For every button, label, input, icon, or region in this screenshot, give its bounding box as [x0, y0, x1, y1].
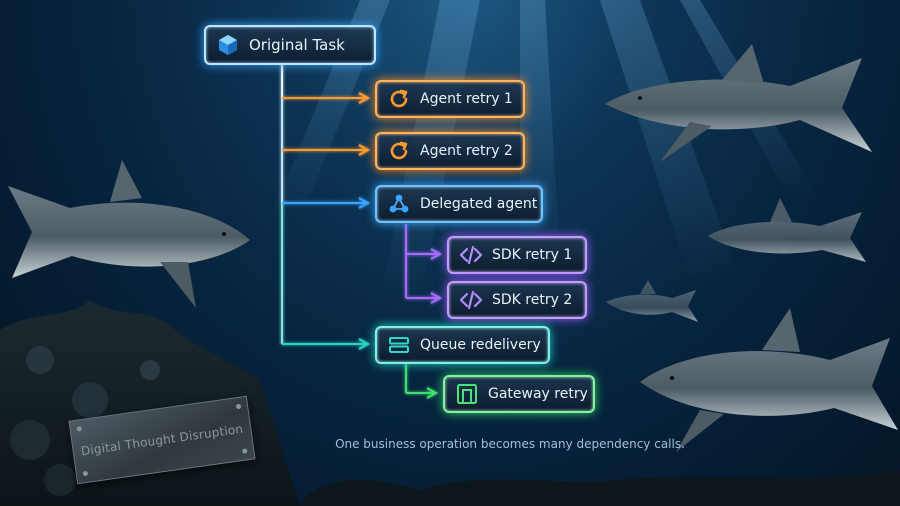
shark-left — [8, 160, 250, 308]
node-label: Delegated agent — [420, 196, 538, 212]
queue-icon — [387, 333, 411, 357]
node-original-task: Original Task — [204, 25, 376, 65]
node-agent-retry-2: Agent retry 2 — [375, 132, 525, 170]
node-sdk-retry-2: SDK retry 2 — [447, 281, 587, 319]
code-icon — [459, 243, 483, 267]
node-gateway-retry: Gateway retry — [443, 375, 595, 413]
diagram-caption: One business operation becomes many depe… — [335, 437, 685, 451]
gateway-icon — [455, 382, 479, 406]
watermark-text: Digital Thought Disruption — [80, 421, 244, 459]
node-delegated-agent: Delegated agent — [375, 185, 543, 223]
code-icon — [459, 288, 483, 312]
node-queue-redelivery: Queue redelivery — [375, 326, 550, 364]
node-sdk-retry-1: SDK retry 1 — [447, 236, 587, 274]
node-label: Agent retry 2 — [420, 143, 513, 159]
shark-bottom-right — [640, 308, 898, 452]
network-icon — [387, 192, 411, 216]
arrowhead-gateway-retry — [426, 387, 439, 399]
arrowhead-sdk-retry-1 — [430, 248, 443, 260]
node-label: Queue redelivery — [420, 337, 541, 353]
node-agent-retry-1: Agent retry 1 — [375, 80, 525, 118]
shark-right-middle — [708, 198, 866, 262]
arrowhead-delegated-agent — [358, 197, 371, 209]
node-label: Gateway retry — [488, 386, 588, 402]
shark-small — [606, 280, 698, 322]
arrowhead-agent-retry-2 — [358, 144, 371, 156]
node-label: SDK retry 1 — [492, 247, 573, 263]
node-label: SDK retry 2 — [492, 292, 573, 308]
arrowhead-queue-redelivery — [358, 338, 371, 350]
arrowhead-agent-retry-1 — [358, 92, 371, 104]
node-label: Agent retry 1 — [420, 91, 513, 107]
arrowhead-sdk-retry-2 — [430, 292, 443, 304]
cube-icon — [216, 33, 240, 57]
node-label: Original Task — [249, 36, 345, 54]
retry-icon — [387, 87, 411, 111]
retry-icon — [387, 139, 411, 163]
shark-top-right — [605, 44, 872, 162]
